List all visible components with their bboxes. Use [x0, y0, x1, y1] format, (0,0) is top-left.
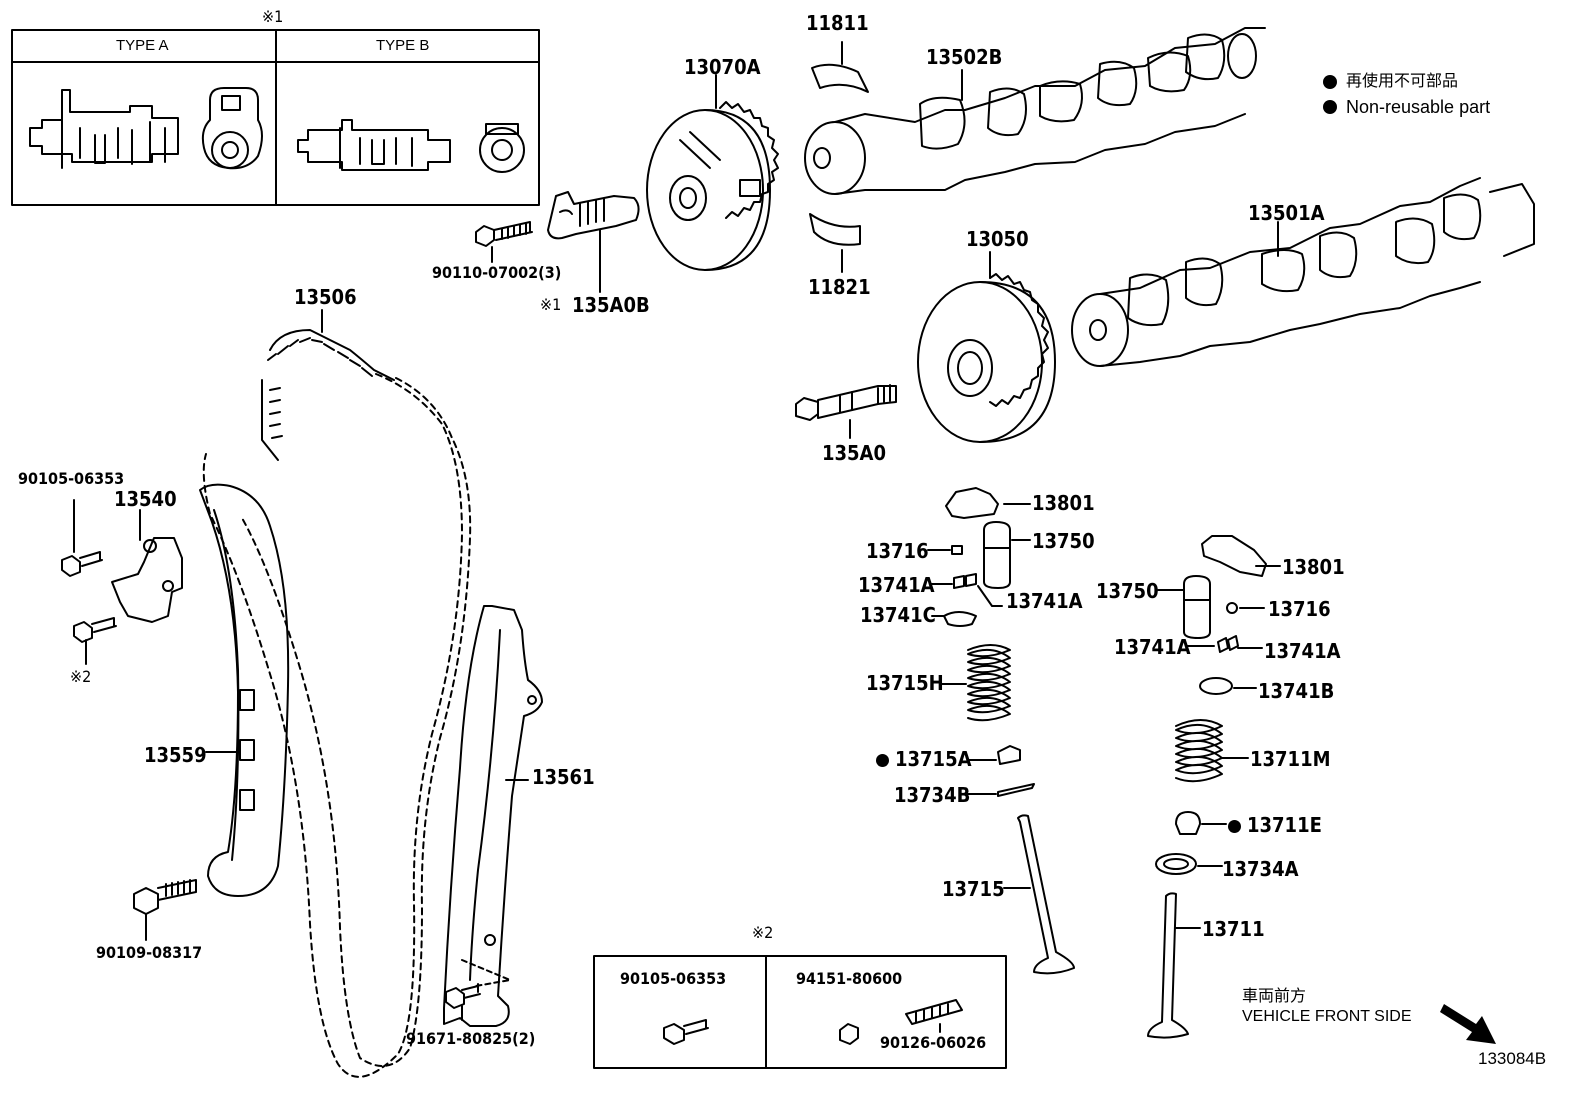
- part-13801-b[interactable]: 13801: [1282, 555, 1345, 579]
- part-13715a[interactable]: 13715A: [876, 748, 972, 770]
- bolt-91671-drawing: [445, 983, 481, 1021]
- non-reusable-dot-icon: [876, 754, 889, 767]
- bearing-11821-drawing: [809, 213, 861, 273]
- part-13559[interactable]: 13559: [144, 743, 207, 767]
- chain-slipper-drawing: [199, 483, 290, 897]
- part-90105-06353[interactable]: 90105-06353: [18, 469, 125, 488]
- part-91671-80825[interactable]: 91671-80825(2): [406, 1029, 536, 1048]
- part-13502b[interactable]: 13502B: [926, 45, 1003, 69]
- part-135a0b[interactable]: 135A0B: [572, 293, 650, 317]
- note2-part-90126[interactable]: 90126-06026: [880, 1033, 987, 1052]
- valve-seat-washer-b-drawing: [1155, 853, 1223, 875]
- part-13734a[interactable]: 13734A: [1222, 857, 1299, 881]
- part-13741c[interactable]: 13741C: [860, 603, 936, 627]
- part-13540[interactable]: 13540: [114, 487, 177, 511]
- part-13741a-2[interactable]: 13741A: [1006, 589, 1083, 613]
- lash-adjuster-a-drawing: [983, 521, 1031, 589]
- part-13711[interactable]: 13711: [1202, 917, 1265, 941]
- part-13561[interactable]: 13561: [532, 765, 595, 789]
- rocker-arm-b-drawing: [1201, 535, 1281, 577]
- part-135a0b-mark: ※1: [540, 295, 562, 314]
- part-90110-07002[interactable]: 90110-07002(3): [432, 263, 562, 282]
- bolt-note2-drawing: [73, 617, 117, 665]
- front-side-en: VEHICLE FRONT SIDE: [1242, 1008, 1412, 1025]
- part-13734b[interactable]: 13734B: [894, 783, 971, 807]
- lash-adjuster-b-drawing: [1157, 575, 1211, 639]
- part-13715h[interactable]: 13715H: [866, 671, 944, 695]
- part-13716-b[interactable]: 13716: [1268, 597, 1331, 621]
- note2-nut-drawing: [839, 1023, 859, 1045]
- cam-timing-gear-exhaust-drawing: [646, 74, 779, 271]
- note2-stud-drawing: [905, 999, 963, 1033]
- note2-ref-mark: ※2: [70, 667, 92, 686]
- type-b-label: TYPE B: [376, 37, 430, 54]
- valve-seal-b-drawing: [1175, 811, 1227, 835]
- valve-seal-a-drawing: [967, 745, 1021, 765]
- note2-part-94151[interactable]: 94151-80600: [796, 969, 903, 988]
- bearing-11811-drawing: [811, 41, 869, 93]
- chain-tensioner-drawing: [111, 509, 183, 623]
- note1-type-box: [11, 29, 540, 206]
- valve-keeper-b-drawing: [1185, 602, 1265, 695]
- legend-en: Non-reusable part: [1346, 97, 1491, 117]
- exhaust-valve-drawing: [1003, 814, 1075, 975]
- front-side-arrow-icon: [1440, 1004, 1496, 1044]
- note2-mark: ※2: [752, 923, 774, 942]
- cam-timing-gear-intake-drawing: [917, 251, 1056, 443]
- part-13501a[interactable]: 13501A: [1248, 201, 1325, 225]
- legend-dot-icon: [1323, 100, 1337, 114]
- part-13716-a[interactable]: 13716: [866, 539, 929, 563]
- part-13750-b[interactable]: 13750: [1096, 579, 1159, 603]
- part-13801-a[interactable]: 13801: [1032, 491, 1095, 515]
- part-13050[interactable]: 13050: [966, 227, 1029, 251]
- note2-bolt-drawing: [663, 1019, 709, 1045]
- part-13741b[interactable]: 13741B: [1258, 679, 1335, 703]
- part-13741a-4[interactable]: 13741A: [1264, 639, 1341, 663]
- chain-guide-drawing: [443, 605, 543, 1027]
- type-b-valve-drawing: [297, 119, 525, 173]
- rocker-arm-a-drawing: [945, 487, 1031, 519]
- part-11811[interactable]: 11811: [806, 11, 869, 35]
- note2-box: [593, 955, 1007, 1069]
- valve-spring-b-drawing: [1175, 719, 1249, 783]
- bolt-90105-drawing: [61, 499, 103, 577]
- part-13506[interactable]: 13506: [294, 285, 357, 309]
- part-13741a-3[interactable]: 13741A: [1114, 635, 1191, 659]
- part-90109-08317[interactable]: 90109-08317: [96, 943, 203, 962]
- intake-valve-drawing: [1147, 892, 1201, 1039]
- part-11821[interactable]: 11821: [808, 275, 871, 299]
- camshaft-exhaust-drawing: [804, 27, 1266, 195]
- timing-chain-drawing: [202, 309, 472, 1078]
- valve-guide-washer-a-drawing: [965, 783, 1035, 797]
- front-side-ja: 車両前方: [1242, 988, 1307, 1005]
- part-13711e[interactable]: 13711E: [1228, 814, 1322, 836]
- part-13741a-1[interactable]: 13741A: [858, 573, 935, 597]
- bolt-90110-drawing: [475, 221, 533, 263]
- ocv-valve-drawing: [547, 191, 640, 293]
- legend-dot-icon: [1323, 75, 1337, 89]
- legend-ja: 再使用不可部品: [1346, 73, 1459, 90]
- camshaft-intake-drawing: [1071, 177, 1535, 367]
- non-reusable-dot-icon: [1228, 820, 1241, 833]
- valve-spring-a-drawing: [939, 644, 1011, 722]
- part-135a0[interactable]: 135A0: [822, 441, 887, 465]
- type-a-valve-drawing: [29, 87, 263, 170]
- note2-part-90105[interactable]: 90105-06353: [620, 969, 727, 988]
- part-13750-a[interactable]: 13750: [1032, 529, 1095, 553]
- figure-id: 133084B: [1478, 1049, 1547, 1068]
- valve-keeper-a-drawing: [927, 545, 1003, 627]
- bolt-90109-drawing: [133, 879, 197, 941]
- bolt-135a0-drawing: [795, 384, 897, 439]
- part-13715[interactable]: 13715: [942, 877, 1005, 901]
- part-13070a[interactable]: 13070A: [684, 55, 761, 79]
- type-a-label: TYPE A: [116, 37, 169, 54]
- part-13711m[interactable]: 13711M: [1250, 747, 1331, 771]
- note1-mark: ※1: [262, 7, 284, 26]
